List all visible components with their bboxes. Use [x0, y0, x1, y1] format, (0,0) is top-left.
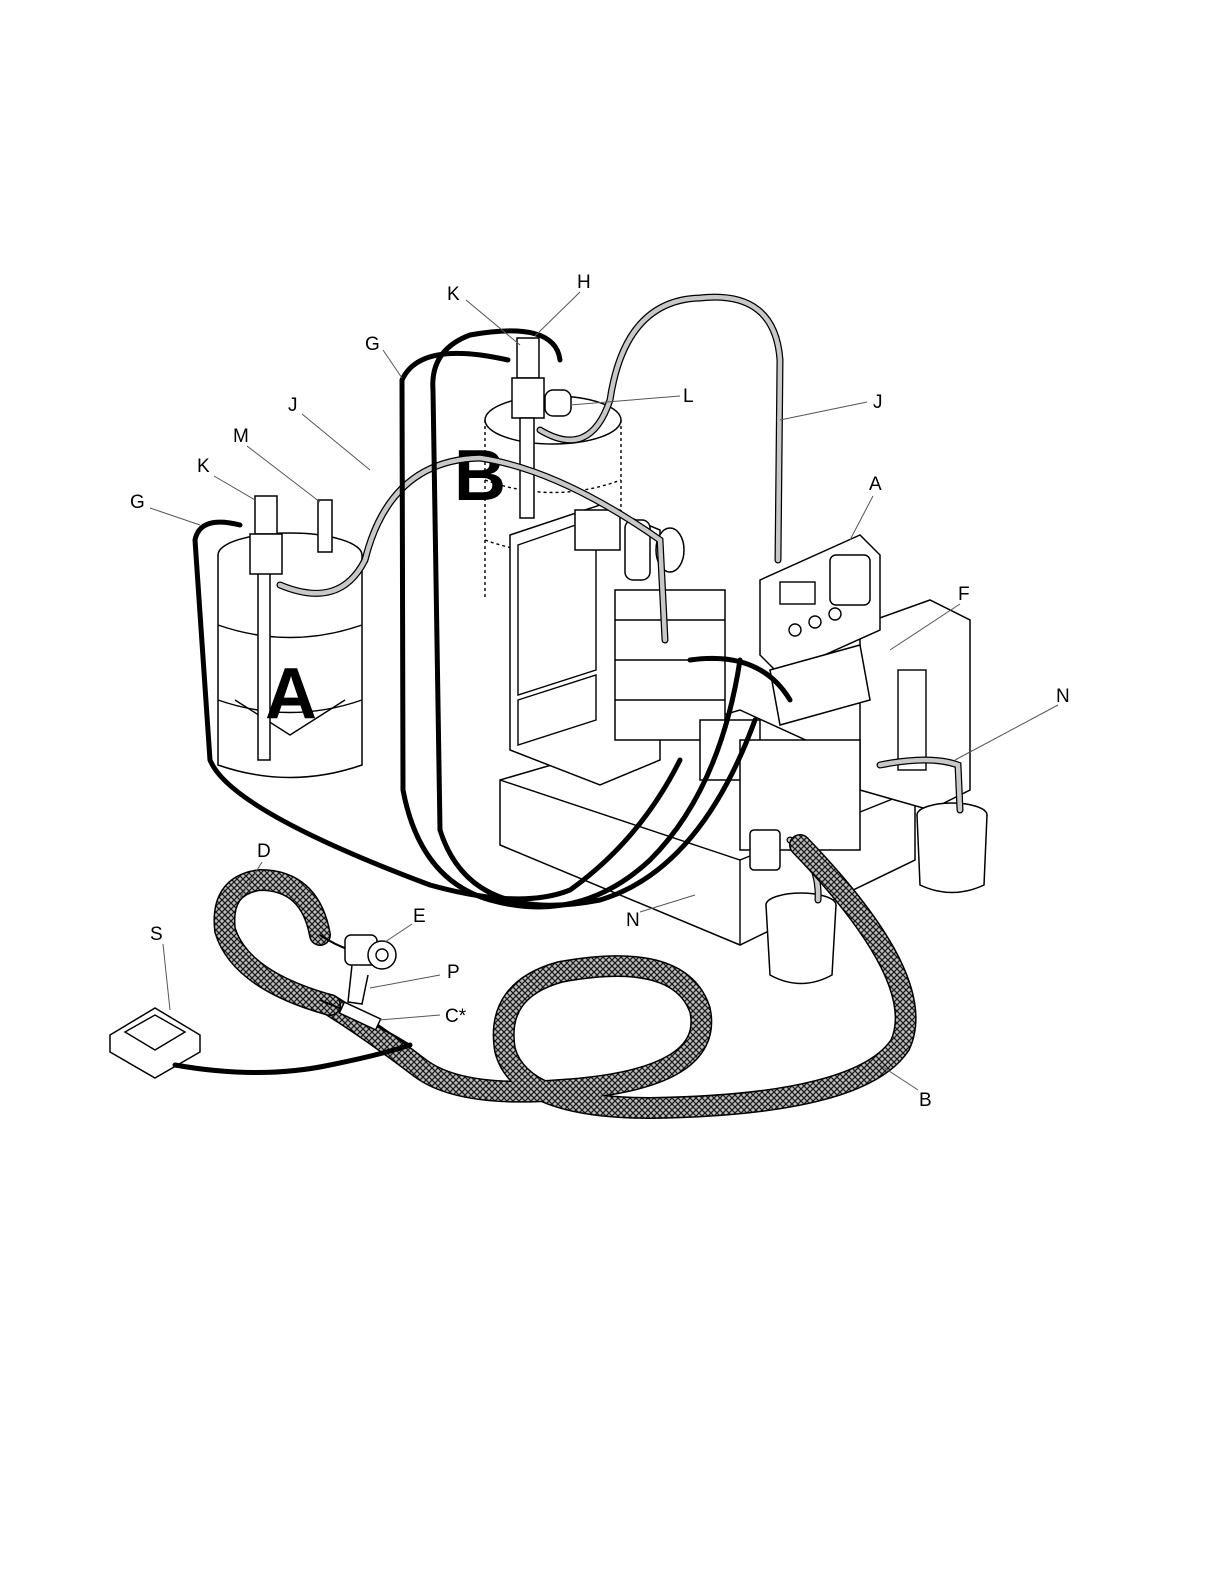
callout-k-drum-b: K — [447, 284, 460, 305]
callout-d: D — [257, 841, 271, 862]
callout-b: B — [919, 1090, 932, 1111]
callout-h: H — [577, 272, 591, 293]
display-module — [830, 555, 870, 605]
proportioner-unit — [500, 505, 970, 945]
pump-b-cap — [517, 338, 539, 378]
callout-k-drum-a: K — [197, 456, 210, 477]
spray-gun-e — [320, 935, 396, 1004]
callout-n-right: N — [1056, 686, 1070, 707]
drum-b-label: B — [454, 436, 506, 516]
callout-s: S — [150, 924, 163, 945]
callout-g-drum-b: G — [365, 334, 380, 355]
agitator-m — [318, 500, 332, 552]
drum-a: A — [218, 496, 362, 778]
drum-a-label: A — [265, 654, 317, 734]
callout-f: F — [958, 584, 970, 605]
callout-j-right: J — [873, 392, 883, 413]
callout-g-drum-a: G — [130, 492, 145, 513]
callout-a-panel: A — [869, 474, 882, 495]
desiccant-dryer-l — [545, 390, 571, 416]
callout-l: L — [683, 386, 694, 407]
whip-hose-d — [224, 880, 330, 1005]
pump-a-cap — [255, 496, 277, 534]
callout-m: M — [233, 426, 249, 447]
callout-n-bottom: N — [626, 910, 640, 931]
callout-e: E — [413, 906, 426, 927]
callout-p: P — [447, 962, 460, 983]
callout-c-star: C* — [445, 1006, 467, 1027]
callout-j-left: J — [288, 395, 298, 416]
gun-handle-p — [348, 965, 368, 1004]
